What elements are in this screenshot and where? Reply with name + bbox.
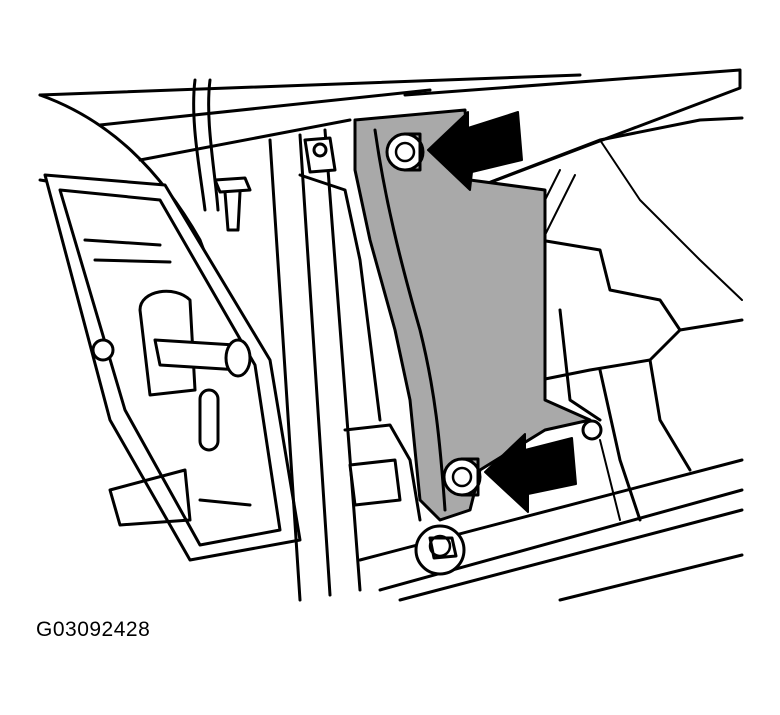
arrow-icon bbox=[484, 433, 577, 513]
mounting-rail bbox=[268, 128, 422, 602]
bolt-icon bbox=[414, 524, 466, 576]
lever-assembly bbox=[43, 173, 302, 562]
bolt-icon bbox=[213, 176, 252, 232]
arrow-icon bbox=[427, 111, 523, 191]
wire-harness bbox=[192, 78, 220, 212]
bolt-icon bbox=[442, 457, 482, 497]
dash-panel bbox=[38, 68, 744, 301]
figure-code: G03092428 bbox=[36, 618, 151, 641]
bolt-icon bbox=[385, 132, 425, 172]
